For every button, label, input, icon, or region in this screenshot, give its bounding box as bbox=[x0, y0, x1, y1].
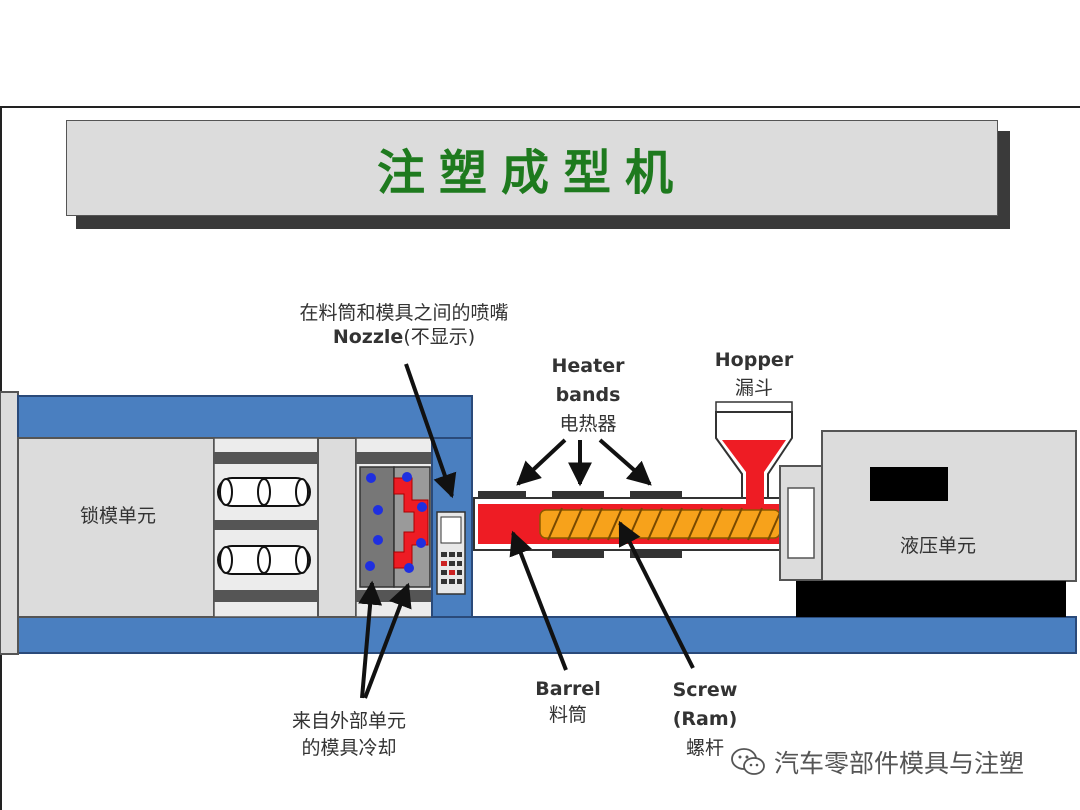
nozzle-label: 在料筒和模具之间的喷嘴 Nozzle(不显示) bbox=[270, 301, 538, 349]
hopper-lid bbox=[715, 401, 793, 413]
control-buttons bbox=[441, 552, 462, 584]
heater-label-en-1: Heater bbox=[551, 355, 625, 377]
heater-label-en-2: bands bbox=[555, 384, 621, 406]
hydraulic-connector bbox=[779, 465, 823, 581]
heater-band bbox=[478, 491, 526, 499]
watermark: 汽车零部件模具与注塑 bbox=[730, 742, 1024, 782]
heater-band bbox=[630, 491, 682, 499]
hopper-label-cn: 漏斗 bbox=[734, 377, 773, 399]
mold-half-left bbox=[359, 466, 395, 588]
mold-cavity bbox=[393, 477, 429, 569]
cooling-label-2: 的模具冷却 bbox=[301, 737, 397, 759]
screw-label-en-1: Screw bbox=[672, 679, 738, 701]
cooling-label: 来自外部单元 的模具冷却 bbox=[266, 708, 432, 762]
watermark-text: 汽车零部件模具与注塑 bbox=[774, 749, 1025, 778]
screw-label-cn: 螺杆 bbox=[685, 737, 724, 759]
heater-band bbox=[552, 550, 604, 558]
cooling-label-1: 来自外部单元 bbox=[291, 710, 406, 732]
hydraulic-window bbox=[870, 467, 948, 501]
title-box: 注塑成型机 bbox=[66, 120, 998, 216]
moving-platen bbox=[317, 437, 357, 618]
barrel-label-cn: 料筒 bbox=[548, 704, 587, 726]
hopper-label-en: Hopper bbox=[714, 349, 794, 371]
barrel-label-en: Barrel bbox=[535, 678, 601, 700]
barrel-label: Barrel 料筒 bbox=[528, 676, 608, 728]
tie-bar bbox=[214, 590, 318, 602]
hopper-material bbox=[722, 440, 786, 504]
hydraulic-unit-block bbox=[821, 430, 1077, 582]
screw-label: Screw (Ram) 螺杆 bbox=[662, 676, 748, 763]
clamp-unit-label: 锁模单元 bbox=[80, 505, 157, 527]
heater-label-cn: 电热器 bbox=[559, 413, 617, 435]
screw-label-en-2: (Ram) bbox=[672, 708, 738, 730]
left-end-plate bbox=[0, 391, 19, 655]
heater-label: Heater bands 电热器 bbox=[540, 352, 636, 439]
top-beam bbox=[17, 395, 473, 439]
base-rail bbox=[17, 616, 1077, 654]
hopper-label: Hopper 漏斗 bbox=[704, 346, 804, 402]
page-title: 注塑成型机 bbox=[376, 145, 687, 201]
wechat-icon bbox=[731, 748, 765, 775]
coolant-channels bbox=[365, 472, 427, 573]
nozzle-label-en: Nozzle bbox=[332, 326, 404, 348]
nozzle-label-cn: 在料筒和模具之间的喷嘴 bbox=[299, 302, 509, 324]
hydraulic-unit-label: 液压单元 bbox=[900, 535, 977, 557]
callout-arrows bbox=[358, 363, 695, 699]
heater-band bbox=[630, 550, 682, 558]
tie-bar bbox=[214, 520, 318, 530]
nozzle-label-note: (不显示) bbox=[403, 326, 476, 348]
hydraulic-base bbox=[796, 581, 1066, 617]
heater-band bbox=[552, 491, 604, 499]
tie-bar bbox=[214, 452, 318, 464]
